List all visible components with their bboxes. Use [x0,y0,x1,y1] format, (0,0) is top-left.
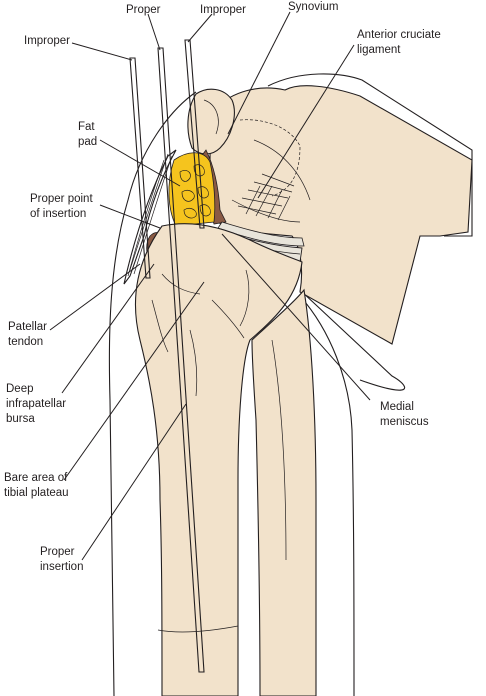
leader-lines [49,11,371,561]
leader-deep-bursa [61,263,155,394]
label-patellar-tendon-line1: Patellar [8,321,47,333]
needle-improper-left [129,57,151,279]
leader-proper-point [99,204,161,229]
needle-improper-right [184,39,205,229]
label-patellar-tendon-line2: tendon [8,336,43,348]
leader-improper-right [187,13,213,43]
leader-medial-meniscus [221,233,371,401]
leader-proper-top [147,13,161,51]
label-proper-point-line2: of insertion [30,208,86,220]
leader-bare-area [63,281,205,481]
label-deep-bursa-line2: infrapatellar [6,398,66,410]
label-medial-meniscus-line1: Medial [380,401,414,413]
label-proper-point-line1: Proper point [30,193,93,205]
label-bare-area-line1: Bare area of [4,472,68,484]
leader-patellar-tendon [49,263,141,331]
label-bare-area-line2: tibial plateau [4,487,69,499]
leader-fat-pad [99,139,181,187]
label-deep-bursa-line1: Deep [6,383,34,395]
leader-acl [257,44,355,199]
needle-proper [157,47,205,673]
labels: Proper Improper Synovium Improper Anteri… [4,1,441,573]
label-medial-meniscus-line2: meniscus [380,416,429,428]
fat-pad [168,152,216,227]
label-improper-needle-left: Improper [24,35,70,47]
label-fat-pad-line2: pad [78,136,97,148]
fat-pad-lobules [179,164,211,219]
label-acl-line1: Anterior cruciate [357,29,441,41]
label-proper-needle: Proper [126,4,161,16]
leader-improper-left [71,42,133,61]
label-improper-needle-right: Improper [200,4,246,16]
leader-synovium [227,11,291,135]
label-acl-line2: ligament [357,44,401,56]
femoral-trabecular-hatch [237,173,295,221]
patella [187,88,235,155]
leg-outline [108,73,473,696]
leader-proper-insertion [81,403,187,561]
label-proper-insertion-line2: insertion [40,561,83,573]
needles [129,39,205,673]
fibula [251,288,317,696]
label-synovium: Synovium [288,1,339,13]
label-proper-insertion-line1: Proper [40,546,75,558]
label-fat-pad-line1: Fat [78,121,95,133]
label-deep-bursa-line3: bursa [6,413,35,425]
